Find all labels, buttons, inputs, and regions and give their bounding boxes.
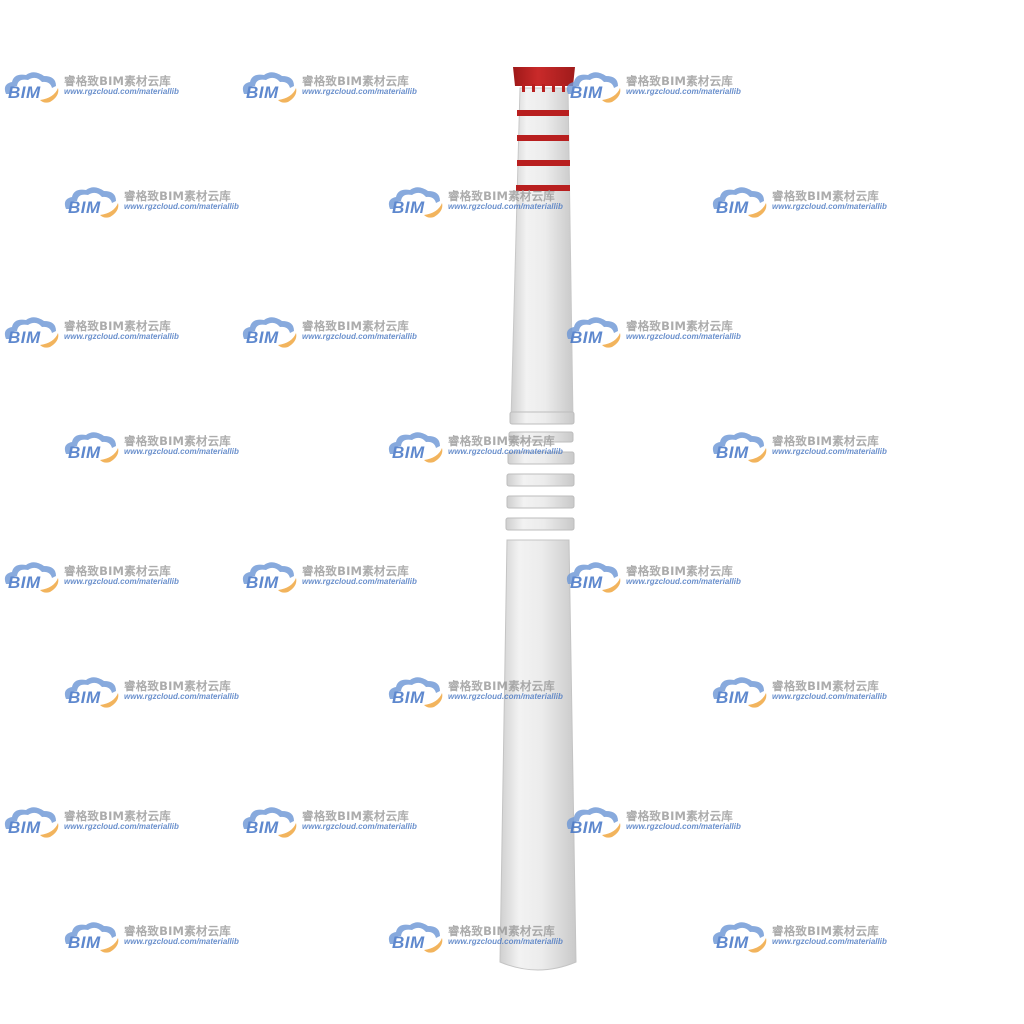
ring bbox=[506, 473, 575, 487]
chimney-cap bbox=[513, 67, 575, 86]
red-band bbox=[517, 135, 569, 141]
ring bbox=[508, 431, 574, 443]
red-band bbox=[517, 110, 569, 116]
red-band bbox=[516, 185, 570, 191]
chimney-lower-shaft bbox=[499, 539, 577, 971]
ring bbox=[505, 517, 575, 531]
cap-brackets bbox=[522, 84, 565, 92]
chimney-red-bands bbox=[516, 110, 570, 191]
chimney-rings bbox=[505, 411, 575, 531]
ring bbox=[507, 451, 575, 465]
ring bbox=[506, 495, 575, 509]
ring bbox=[509, 411, 575, 425]
red-band bbox=[517, 160, 570, 166]
